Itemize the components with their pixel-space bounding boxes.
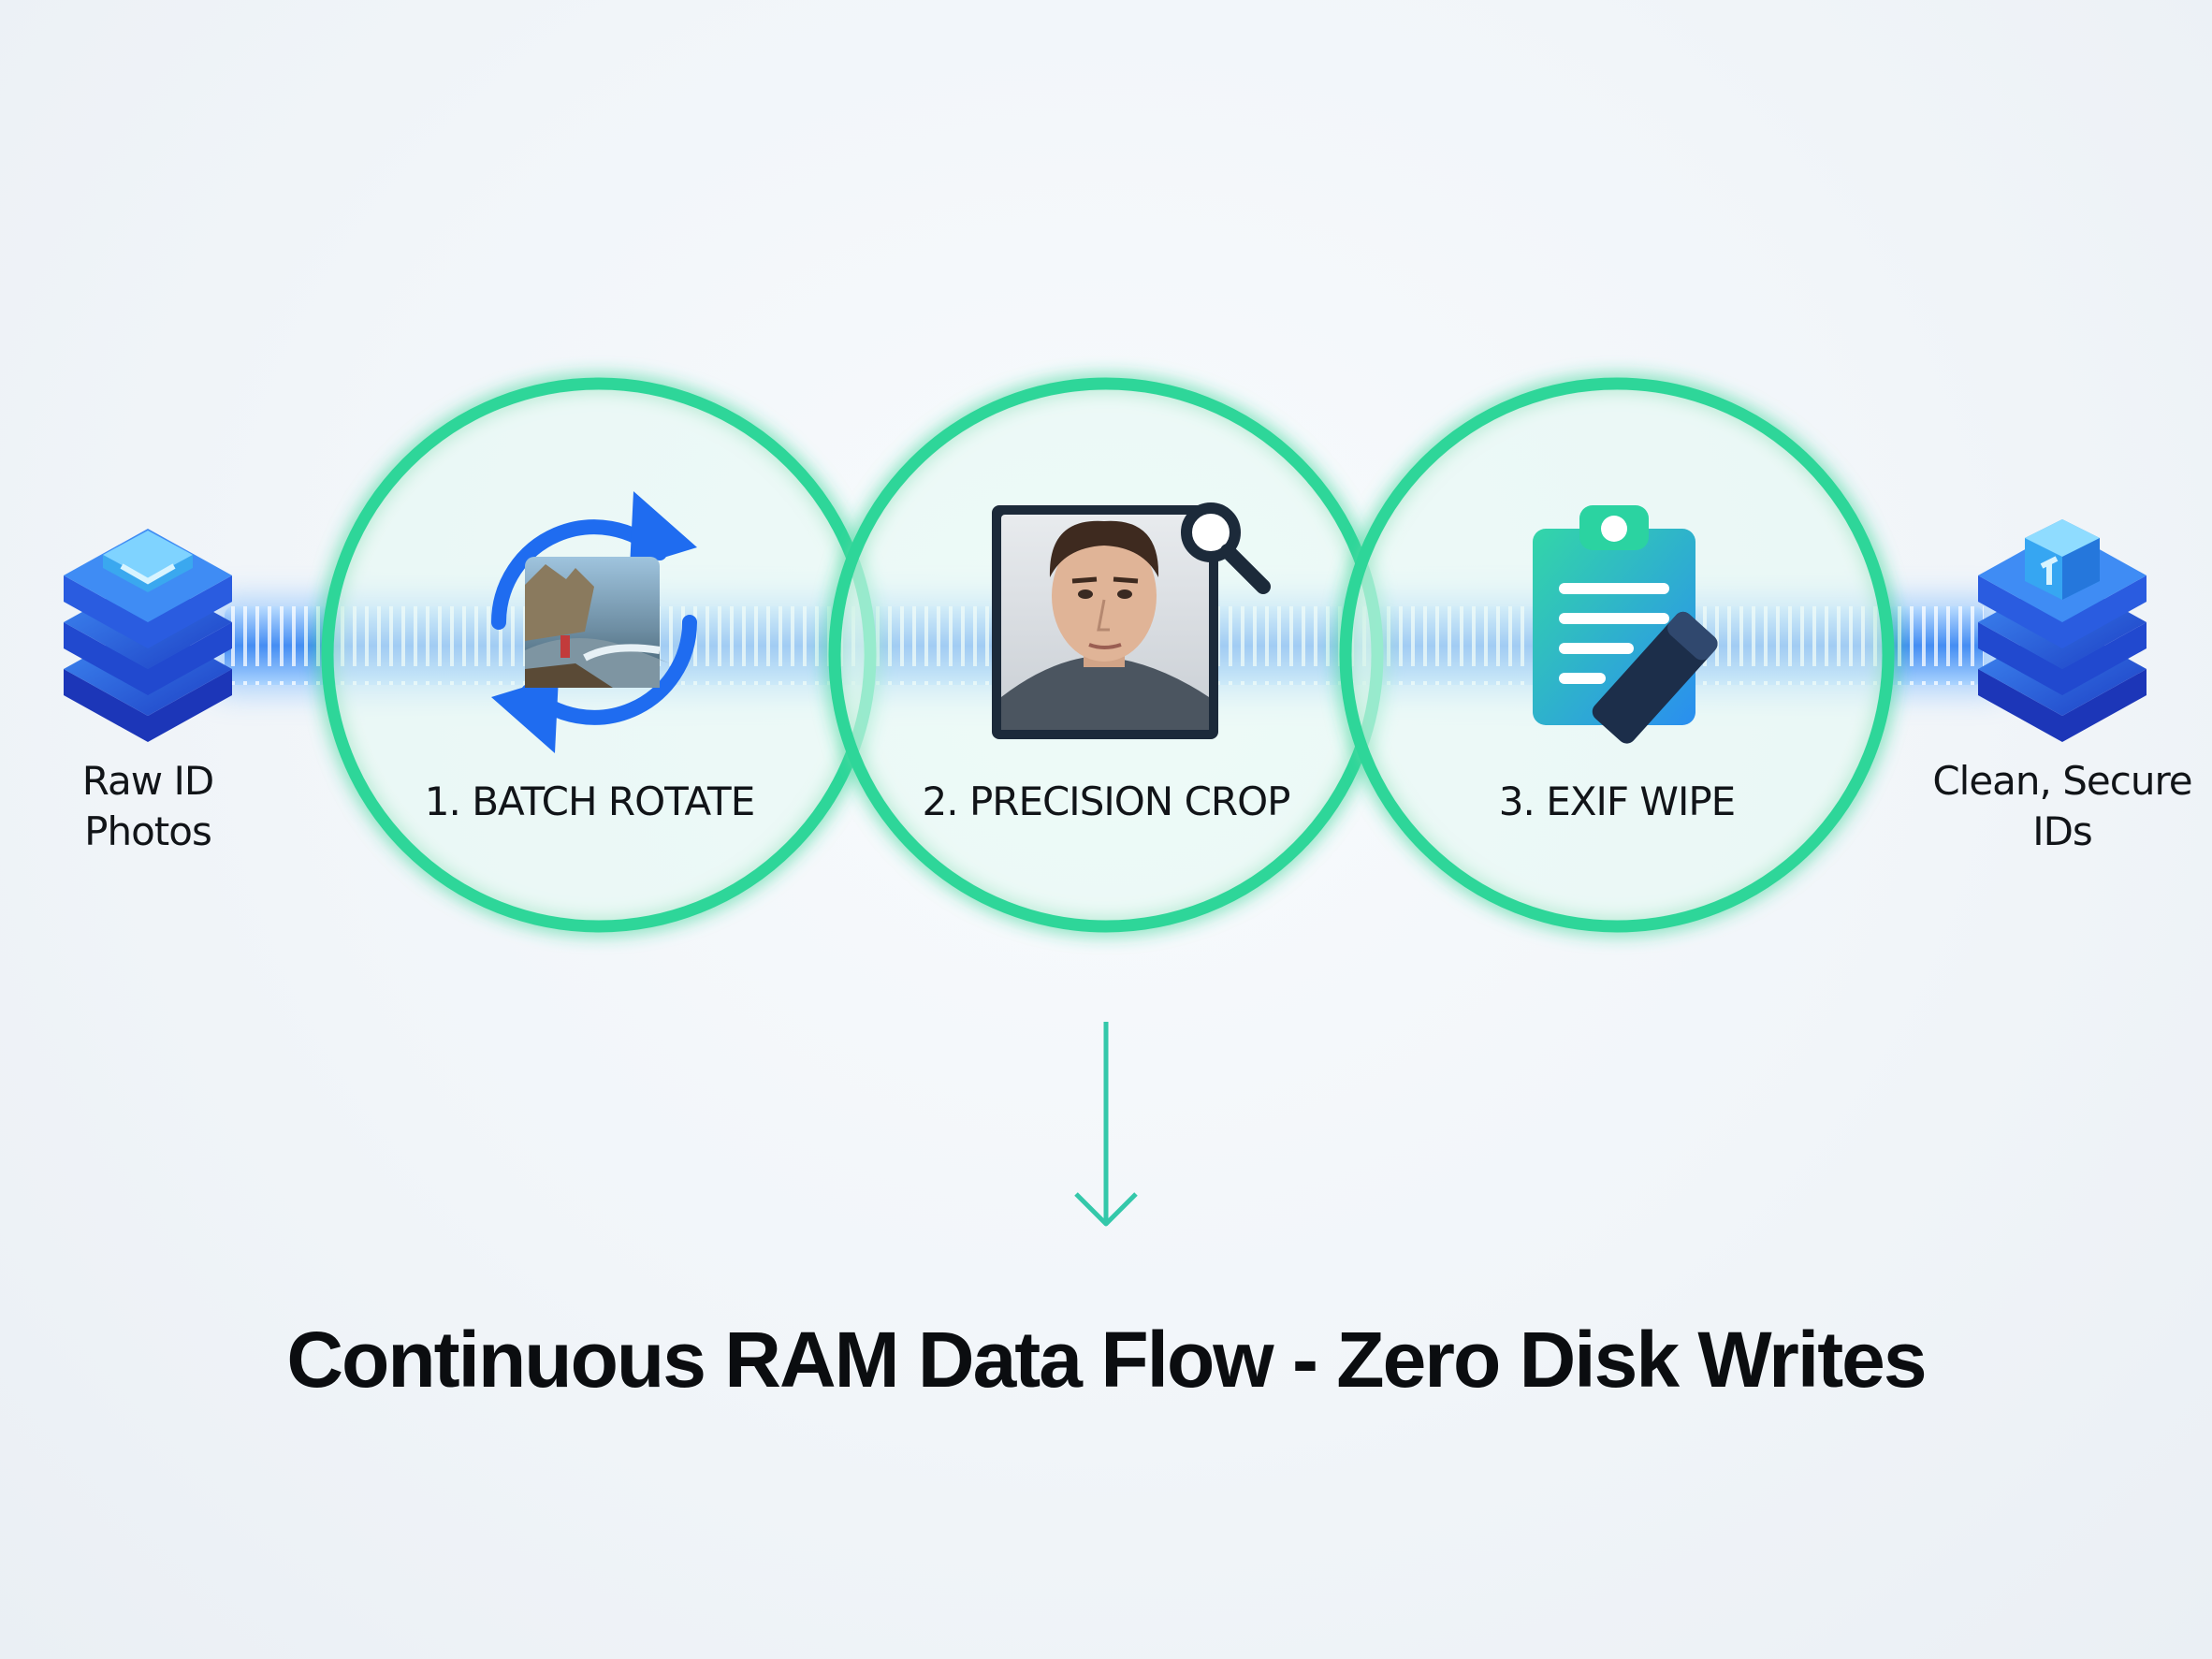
footer-title: Continuous RAM Data Flow - Zero Disk Wri… — [286, 1316, 1927, 1404]
secure-stack-icon — [1978, 519, 2147, 742]
down-arrow-icon — [1074, 1022, 1138, 1227]
source-label: Raw ID Photos — [81, 758, 214, 854]
landscape-photo-thumbnail — [525, 557, 669, 688]
destination-label: Clean, Secure IDs — [1932, 758, 2192, 854]
step-label-exif-wipe: 3. EXIF WIPE — [1498, 779, 1736, 824]
step-label-batch-rotate: 1. BATCH ROTATE — [424, 779, 755, 824]
clipboard-eraser-icon — [1533, 505, 1718, 744]
rotate-arrows-icon — [491, 491, 697, 753]
portrait-magnifier-icon — [992, 502, 1271, 739]
layered-stack-icon — [64, 529, 232, 742]
step-label-precision-crop: 2. PRECISION CROP — [922, 779, 1291, 824]
